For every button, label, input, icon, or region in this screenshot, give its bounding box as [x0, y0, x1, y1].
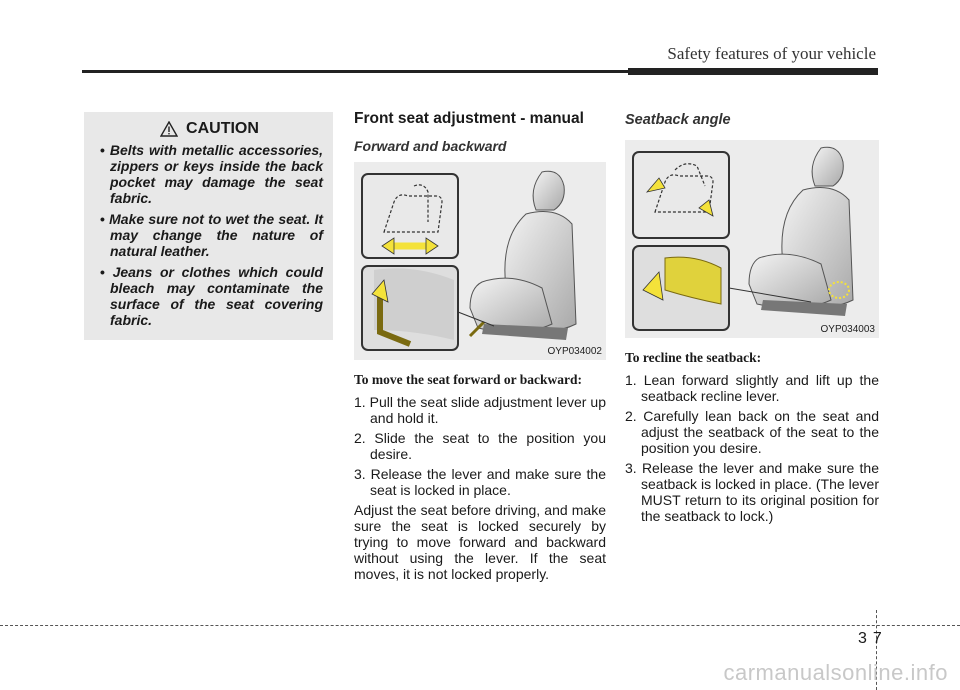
forward-note: Adjust the seat before driving, and make… — [354, 502, 606, 582]
caution-item: Make sure not to wet the seat. It may ch… — [96, 211, 323, 259]
warning-triangle-icon — [160, 121, 179, 137]
forward-steps: 1. Pull the seat slide adjustment lever … — [354, 394, 606, 498]
step-item: 1. Pull the seat slide adjustment lever … — [354, 394, 606, 426]
footer-rule — [0, 625, 960, 626]
forward-backward-column: Front seat adjustment - manual Forward a… — [354, 110, 606, 582]
seat-slide-figure: OYP034002 — [354, 162, 606, 360]
step-item: 2. Carefully lean back on the seat and a… — [625, 408, 879, 456]
step-item: 3. Release the lever and make sure the s… — [354, 466, 606, 498]
seatback-figure: OYP034003 — [625, 140, 879, 338]
caution-item: Jeans or clothes which could bleach may … — [96, 264, 323, 328]
seatback-illustration — [632, 146, 854, 331]
figure-code: OYP034002 — [547, 346, 603, 357]
footer-divider — [876, 610, 877, 690]
watermark: carmanualsonline.info — [723, 660, 948, 685]
seatback-column: Seatback angle OYP034003 — [625, 110, 879, 528]
caution-heading: CAUTION — [96, 120, 323, 138]
forward-intro: To move the seat forward or backward: — [354, 372, 582, 387]
header-rule — [82, 68, 878, 75]
step-item: 3. Release the lever and make sure the s… — [625, 460, 879, 524]
seatback-subtitle: Seatback angle — [625, 112, 731, 128]
caution-box: CAUTION Belts with metallic accessories,… — [84, 112, 333, 340]
section-title: Front seat adjustment - manual — [354, 110, 584, 127]
step-item: 1. Lean forward slightly and lift up the… — [625, 372, 879, 404]
seat-slide-illustration — [361, 170, 577, 351]
caution-item: Belts with metallic accessories, zippers… — [96, 142, 323, 206]
page-number: 37 — [858, 630, 888, 647]
seatback-intro: To recline the seatback: — [625, 350, 762, 365]
running-header: Safety features of your vehicle — [667, 44, 876, 63]
step-item: 2. Slide the seat to the position you de… — [354, 430, 606, 462]
figure-code: OYP034003 — [820, 324, 876, 335]
forward-subtitle: Forward and backward — [354, 138, 507, 154]
caution-list: Belts with metallic accessories, zippers… — [96, 142, 323, 328]
seatback-steps: 1. Lean forward slightly and lift up the… — [625, 372, 879, 524]
caution-title: CAUTION — [186, 120, 259, 137]
